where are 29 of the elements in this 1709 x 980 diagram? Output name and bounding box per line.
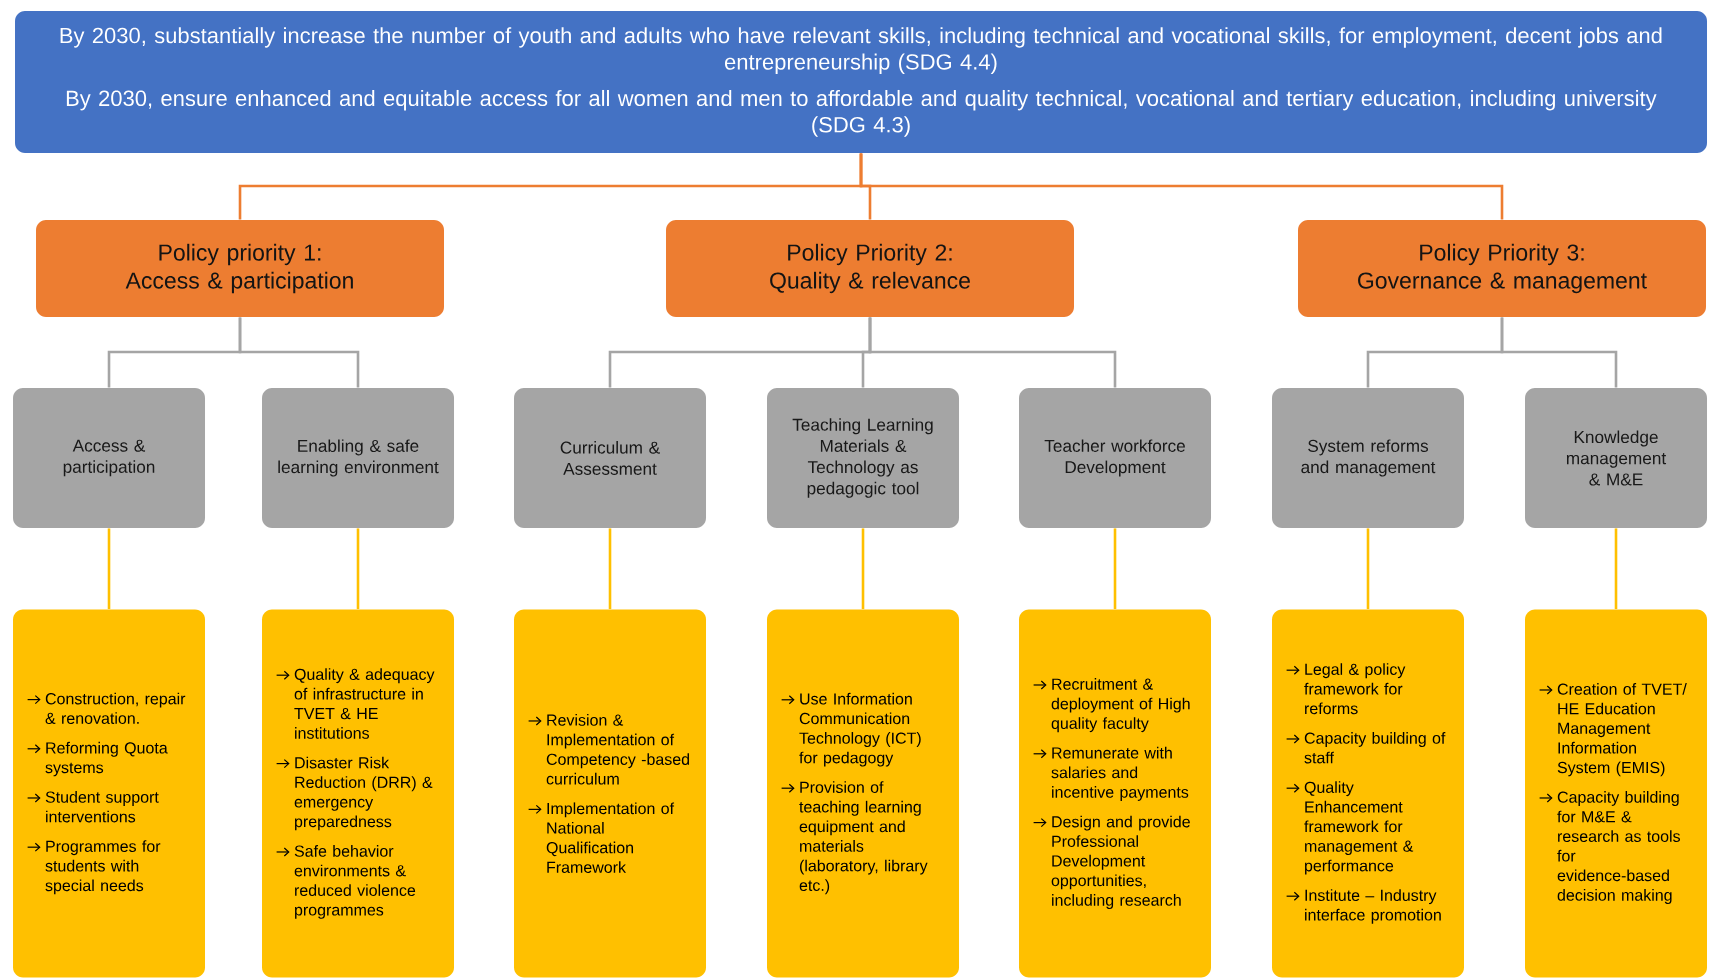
connector-line <box>861 528 865 610</box>
priority-box: Policy Priority 3: Governance & management <box>1298 220 1706 317</box>
area-box: Access & participation <box>13 388 205 528</box>
priority-box: Policy priority 1: Access & participation <box>36 220 444 317</box>
action-box: Legal & policy framework for reforms Capacity building of staff Quality Enhancement framework for management & performance Institute – Industry interface promotion <box>1272 609 1464 978</box>
action-box: Creation of TVET/ HE Education Management Information System (EMIS) Capacity building for M&E & research as tools for evidence-based decision making <box>1525 609 1707 978</box>
area-box: System reforms and management <box>1272 388 1464 528</box>
connector-line <box>1366 528 1370 610</box>
connector-line <box>238 317 360 388</box>
action-box: Use Information Communication Technology (ICT) for pedagogy Provision of teaching learning equipment and materials (laboratory, library etc.) <box>767 609 959 978</box>
action-box: Quality & adequacy of infrastructure in TVET & HE institutions Disaster Risk Reduction (DRR) & emergency preparedness Safe behavior environments & reduced violence programmes <box>262 609 454 978</box>
area-box: Enabling & safe learning environment <box>262 388 454 528</box>
connector-line <box>868 317 1117 388</box>
connector-line <box>1500 317 1618 388</box>
connector-line <box>1113 528 1117 610</box>
connector-line <box>608 528 612 610</box>
connector-line <box>356 528 360 610</box>
area-box: Curriculum & Assessment <box>514 388 706 528</box>
connector-line <box>107 528 111 610</box>
action-box: Construction, repair & renovation. Reforming Quota systems Student support interventions Programmes for students with special needs <box>13 609 205 978</box>
connector-line <box>1614 528 1618 610</box>
area-box: Knowledge management & M&E <box>1525 388 1707 528</box>
area-box: Teacher workforce Development <box>1019 388 1211 528</box>
action-box: Recruitment & deployment of High quality faculty Remunerate with salaries and incentive payments Design and provide Professional Development opportunities, including research <box>1019 609 1211 978</box>
action-box: Revision & Implementation of Competency -based curriculum Implementation of National Qualification Framework <box>514 609 706 978</box>
area-box: Teaching Learning Materials & Technology as pedagogic tool <box>767 388 959 528</box>
goal-banner: By 2030, substantially increase the number of youth and adults who have relevant skills, including technical and vocational skills, for employment, decent jobs and entrepreneurship (SDG 4.4) By 2030, ensure enhanced and equitable access for all women and men to affordable and quality technical, vocational and tertiary education, including university (SDG 4.3) <box>15 11 1707 153</box>
priority-box: Policy Priority 2: Quality & relevance <box>666 220 1074 317</box>
connector-line <box>859 153 1504 220</box>
